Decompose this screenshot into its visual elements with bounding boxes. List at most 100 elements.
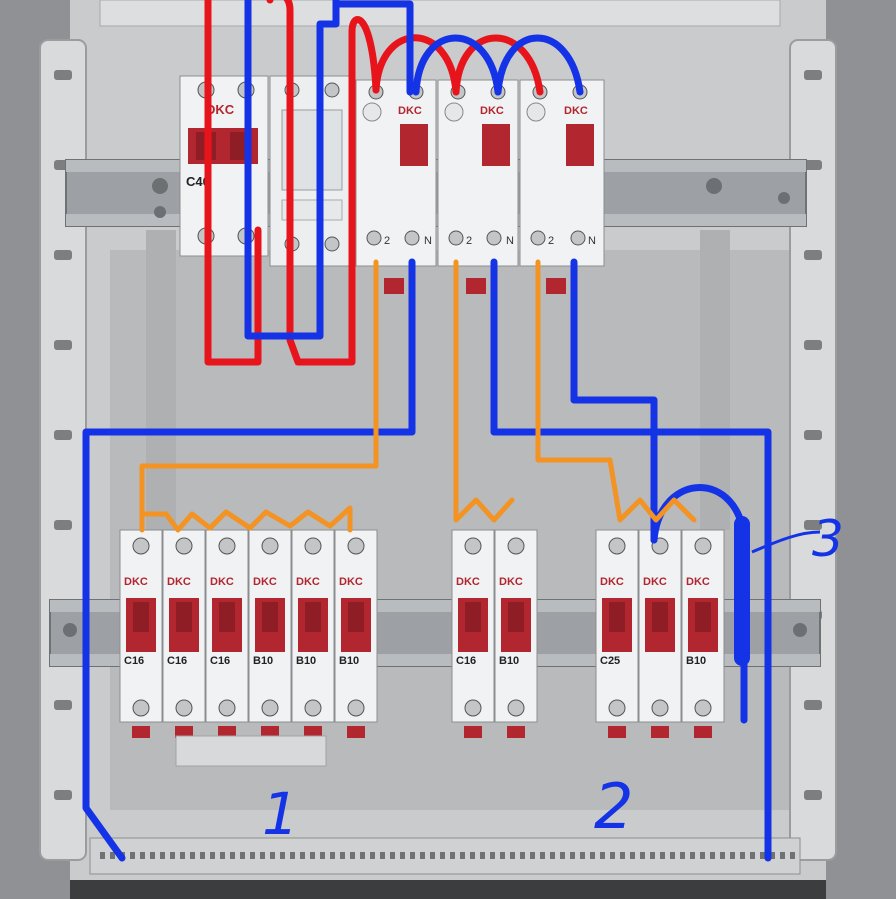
rcd-clip xyxy=(466,278,486,294)
terminal-hole xyxy=(360,852,365,859)
terminal-hole xyxy=(660,852,665,859)
handle-grip xyxy=(695,602,711,632)
rail-screw xyxy=(154,206,166,218)
terminal-screw xyxy=(175,699,193,717)
terminal-hole xyxy=(330,852,335,859)
branch-wires xyxy=(139,259,697,533)
terminal-hole xyxy=(100,852,105,859)
terminal-hole xyxy=(180,852,185,859)
handle-grip xyxy=(262,602,278,632)
terminal-hole xyxy=(620,852,625,859)
brand-logo: DKC xyxy=(600,576,624,588)
rcd-handle xyxy=(482,124,510,166)
terminal-hole xyxy=(290,852,295,859)
terminal-bar-holes xyxy=(100,852,795,859)
breaker-clip xyxy=(175,726,193,738)
terminal-screw xyxy=(507,699,525,717)
terminal-hole xyxy=(270,852,275,859)
terminal-hole xyxy=(400,852,405,859)
brand-logo: DKC xyxy=(296,576,320,588)
terminal-label: 2 xyxy=(384,235,390,247)
terminal-screw xyxy=(486,230,502,246)
breaker-clip xyxy=(304,726,322,738)
terminal-screw xyxy=(507,537,525,555)
terminal-hole xyxy=(530,852,535,859)
enclosure-right-wall xyxy=(826,0,896,899)
terminal-hole xyxy=(190,852,195,859)
rating-label: B10 xyxy=(499,655,519,667)
brand-logo: DKC xyxy=(124,576,148,588)
terminal-hole xyxy=(140,852,145,859)
brand-logo: DKC xyxy=(339,576,363,588)
terminal-hole xyxy=(210,852,215,859)
terminal-screw xyxy=(304,699,322,717)
phase-wires xyxy=(204,0,544,366)
terminal-label: 2 xyxy=(466,235,472,247)
terminal-hole xyxy=(760,852,765,859)
brand-logo: DKC xyxy=(643,576,667,588)
terminal-hole xyxy=(790,852,795,859)
breaker-clip xyxy=(261,726,279,738)
breaker-clip xyxy=(608,726,626,738)
handle-grip xyxy=(133,602,149,632)
terminal-hole xyxy=(710,852,715,859)
terminal-hole xyxy=(570,852,575,859)
rail-screw xyxy=(793,623,807,637)
terminal-hole xyxy=(740,852,745,859)
terminal-hole xyxy=(600,852,605,859)
brand-logo: DKC xyxy=(564,105,588,117)
rail-holes-left xyxy=(54,70,72,800)
terminal-hole xyxy=(450,852,455,859)
rcd-handle xyxy=(400,124,428,166)
neutral-wires xyxy=(82,0,772,862)
rating-label: C40 xyxy=(186,174,210,189)
handle-grip xyxy=(465,602,481,632)
terminal-screw xyxy=(218,537,236,555)
rating-label: C16 xyxy=(167,655,187,667)
terminal-label: N xyxy=(424,235,432,247)
terminal-screw xyxy=(464,537,482,555)
terminal-hole xyxy=(490,852,495,859)
terminal-hole xyxy=(580,852,585,859)
terminal-screw xyxy=(132,537,150,555)
breaker-clip xyxy=(132,726,150,738)
terminal-screw xyxy=(651,699,669,717)
terminal-hole xyxy=(550,852,555,859)
terminal-hole xyxy=(460,852,465,859)
circuit-breaker: DKC xyxy=(638,529,682,738)
terminal-screw xyxy=(324,236,340,252)
terminal-hole xyxy=(380,852,385,859)
terminal-hole xyxy=(320,852,325,859)
rail-screw xyxy=(63,623,77,637)
test-button xyxy=(362,102,382,122)
terminal-hole xyxy=(310,852,315,859)
handle-grip xyxy=(609,602,625,632)
terminal-hole xyxy=(720,852,725,859)
rail-screw xyxy=(706,178,722,194)
circuit-breaker: DKC B10 xyxy=(494,529,538,738)
brand-logo: DKC xyxy=(398,105,422,117)
rating-label: C16 xyxy=(456,655,476,667)
breaker-group-middle: DKC C16 DKC B10 xyxy=(451,529,538,738)
brand-logo: DKC xyxy=(206,102,235,117)
rail-screw xyxy=(778,192,790,204)
terminal-hole xyxy=(240,852,245,859)
brand-logo: DKC xyxy=(499,576,523,588)
handle-grip xyxy=(305,602,321,632)
test-button xyxy=(444,102,464,122)
test-button xyxy=(526,102,546,122)
terminal-hole xyxy=(610,852,615,859)
terminal-hole xyxy=(440,852,445,859)
terminal-hole xyxy=(410,852,415,859)
terminal-hole xyxy=(640,852,645,859)
rcd-2: DKC 2 N xyxy=(437,79,519,267)
breaker-clip xyxy=(218,726,236,738)
terminal-screw xyxy=(570,230,586,246)
terminal-hole xyxy=(630,852,635,859)
terminal-screw xyxy=(530,230,546,246)
